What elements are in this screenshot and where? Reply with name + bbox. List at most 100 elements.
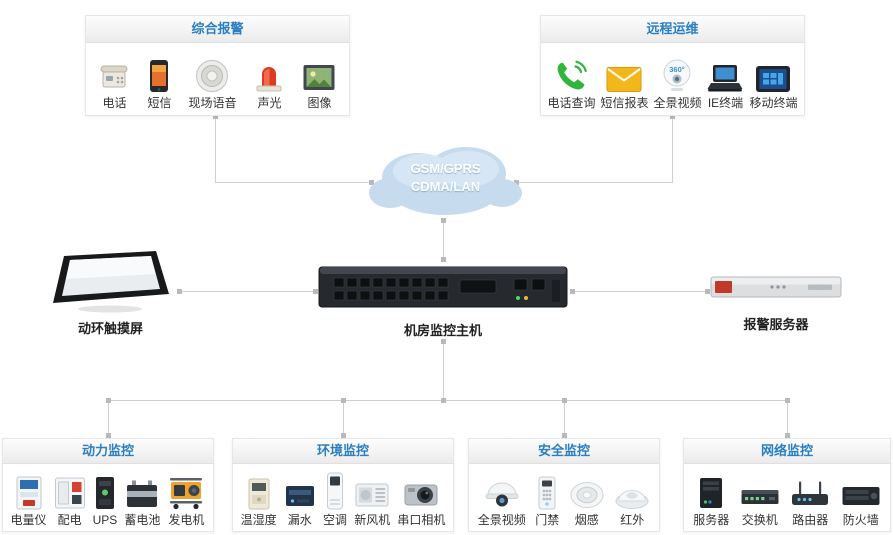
item-water-leak: 漏水	[284, 470, 316, 527]
item-firewall: 防火墙	[841, 470, 881, 527]
junction-dot	[514, 180, 519, 185]
item-temp-humidity: 温湿度	[241, 470, 277, 527]
item-ups: UPS	[92, 470, 118, 527]
junction-dot	[705, 289, 710, 294]
item-ie-terminal: IE终端	[706, 49, 744, 110]
item-power-meter: 电量仪	[11, 470, 47, 527]
item-label: 交换机	[741, 513, 778, 527]
item-router: 路由器	[790, 470, 830, 527]
panel-items: 电话 短信	[86, 43, 349, 115]
item-sound-light: 声光	[253, 49, 285, 110]
panel-title: 环境监控	[233, 439, 453, 464]
laptop-icon	[706, 49, 744, 93]
junction-dot	[177, 289, 182, 294]
connector-line	[215, 182, 371, 183]
item-phone-query: 电话查询	[547, 49, 596, 110]
connector-line	[179, 291, 316, 292]
panel-security-monitoring: 安全监控 全景视频	[468, 438, 660, 532]
item-label: 发电机	[168, 513, 205, 527]
item-mobile-terminal: 移动终端	[749, 49, 797, 110]
cloud-label: GSM/GPRS CDMA/LAN	[363, 160, 528, 196]
item-label: 现场语音	[188, 96, 237, 110]
sms-phone-icon	[149, 49, 169, 93]
touchscreen-icon	[53, 251, 169, 313]
dome-camera-icon	[484, 470, 520, 510]
item-label: 声光	[257, 96, 282, 110]
switch-icon	[740, 470, 780, 510]
item-label: 串口相机	[397, 513, 446, 527]
junction-dot	[106, 433, 111, 438]
air-conditioner-icon	[326, 470, 344, 510]
alarm-server-icon	[710, 276, 842, 298]
item-label: 防火墙	[842, 513, 879, 527]
infrared-sensor-icon	[614, 470, 650, 510]
connector-line	[443, 340, 444, 401]
cloud-icon	[369, 147, 522, 215]
ceiling-speaker-icon	[195, 49, 229, 93]
serial-camera-icon	[403, 470, 439, 510]
panel-items: 服务器 交换机	[684, 464, 890, 532]
item-smoke-detector: 烟感	[569, 470, 605, 527]
panel-power-monitoring: 动力监控 电量仪	[2, 438, 214, 532]
panel-items: 电量仪 配电	[3, 464, 213, 532]
item-label: 电量仪	[10, 513, 47, 527]
network-cloud: GSM/GPRS CDMA/LAN	[363, 136, 528, 222]
battery-icon	[125, 470, 159, 510]
item-label: 全景视频	[653, 96, 702, 110]
item-battery: 蓄电池	[124, 470, 160, 527]
cloud-label-line1: GSM/GPRS	[410, 161, 481, 176]
item-label: 路由器	[792, 513, 829, 527]
item-label: IE终端	[707, 96, 744, 110]
item-distribution: 配电	[54, 470, 86, 527]
item-label: 电话查询	[547, 96, 596, 110]
junction-dot	[106, 398, 111, 403]
item-label: 空调	[322, 513, 347, 527]
connector-line	[215, 116, 216, 183]
cloud-label-line2: CDMA/LAN	[410, 179, 481, 194]
panel-items: 全景视频 门禁	[469, 464, 659, 532]
connector-line	[108, 400, 787, 401]
item-telephone: 电话	[98, 49, 130, 110]
host-label: 机房监控主机	[403, 323, 482, 338]
item-fresh-air: 新风机	[354, 470, 390, 527]
panel-items: 温湿度 漏水	[233, 464, 453, 532]
item-label: 服务器	[693, 513, 730, 527]
connector-line	[343, 400, 344, 436]
telephone-icon	[98, 49, 130, 93]
item-label: 配电	[57, 513, 82, 527]
item-label: 红外	[620, 513, 645, 527]
touchscreen-device	[48, 248, 173, 319]
item-label: 短信报表	[600, 96, 649, 110]
connector-line	[443, 218, 444, 262]
panel-remote-ops: 远程运维 电话查询 短信报	[540, 15, 805, 116]
item-label: 漏水	[287, 513, 312, 527]
junction-dot	[441, 257, 446, 262]
junction-dot	[341, 398, 346, 403]
power-meter-icon	[15, 470, 43, 510]
item-server: 服务器	[693, 470, 729, 527]
smoke-detector-icon	[569, 470, 605, 510]
siren-icon	[253, 49, 285, 93]
item-label: UPS	[92, 513, 118, 527]
panel-title: 网络监控	[684, 439, 890, 464]
junction-dot	[441, 218, 446, 223]
item-generator: 发电机	[167, 470, 205, 527]
panel-title: 动力监控	[3, 439, 213, 464]
alarm-server-label: 报警服务器	[743, 317, 809, 332]
temp-humidity-icon	[247, 470, 271, 510]
host-device	[318, 260, 568, 317]
item-label: 蓄电池	[124, 513, 161, 527]
svg-text:360°: 360°	[670, 65, 686, 74]
panorama-camera-icon: 360°	[661, 49, 693, 93]
water-leak-icon	[284, 470, 316, 510]
item-label: 全景视频	[477, 513, 526, 527]
connector-line	[572, 291, 708, 292]
connector-line	[108, 400, 109, 436]
item-label: 图像	[307, 96, 332, 110]
item-label: 烟感	[574, 513, 599, 527]
distribution-box-icon	[54, 470, 86, 510]
panel-title: 远程运维	[541, 16, 804, 43]
junction-dot	[670, 114, 675, 119]
item-label: 电话	[102, 96, 127, 110]
